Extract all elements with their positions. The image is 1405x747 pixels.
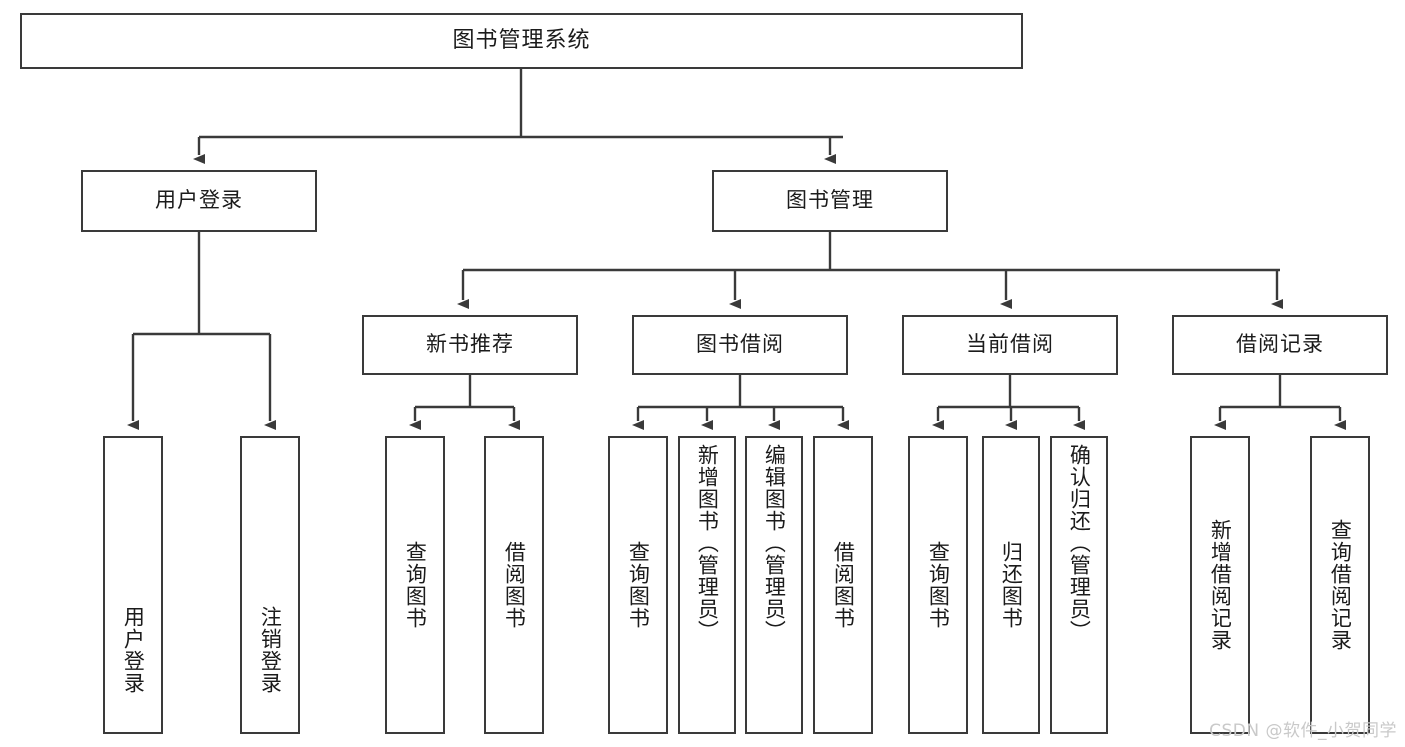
node-root-label: 图书管理系统: [452, 27, 591, 53]
node-leaf-user-login[interactable]: 用户登录: [103, 436, 163, 734]
watermark-text: CSDN @软件_小贺同学: [1209, 721, 1397, 741]
node-leaf-query-book-2[interactable]: 查询图书: [608, 436, 668, 734]
node-leaf-query-book-1[interactable]: 查询图书: [385, 436, 445, 734]
node-leaf-confirm-return-admin[interactable]: 确认归还（管理员）: [1050, 436, 1108, 734]
node-book-manage-label: 图书管理: [786, 188, 874, 213]
node-leaf-query-borrow-record[interactable]: 查询借阅记录: [1310, 436, 1370, 734]
node-book-manage[interactable]: 图书管理: [712, 170, 948, 232]
node-book-borrow[interactable]: 图书借阅: [632, 315, 848, 375]
node-leaf-borrow-book-1[interactable]: 借阅图书: [484, 436, 544, 734]
node-leaf-add-borrow-record[interactable]: 新增借阅记录: [1190, 436, 1250, 734]
node-user-login[interactable]: 用户登录: [81, 170, 317, 232]
node-leaf-return-book[interactable]: 归还图书: [982, 436, 1040, 734]
node-new-book-recommend-label: 新书推荐: [426, 332, 514, 357]
node-leaf-query-book-3[interactable]: 查询图书: [908, 436, 968, 734]
node-current-borrow-label: 当前借阅: [966, 332, 1054, 357]
node-user-login-label: 用户登录: [155, 188, 243, 213]
node-borrow-record-label: 借阅记录: [1236, 332, 1324, 357]
node-leaf-add-book-admin[interactable]: 新增图书（管理员）: [678, 436, 736, 734]
node-book-borrow-label: 图书借阅: [696, 332, 784, 357]
node-current-borrow[interactable]: 当前借阅: [902, 315, 1118, 375]
node-leaf-borrow-book-2[interactable]: 借阅图书: [813, 436, 873, 734]
node-new-book-recommend[interactable]: 新书推荐: [362, 315, 578, 375]
node-leaf-user-logout[interactable]: 注销登录: [240, 436, 300, 734]
node-leaf-edit-book-admin[interactable]: 编辑图书（管理员）: [745, 436, 803, 734]
node-root[interactable]: 图书管理系统: [20, 13, 1023, 69]
node-borrow-record[interactable]: 借阅记录: [1172, 315, 1388, 375]
